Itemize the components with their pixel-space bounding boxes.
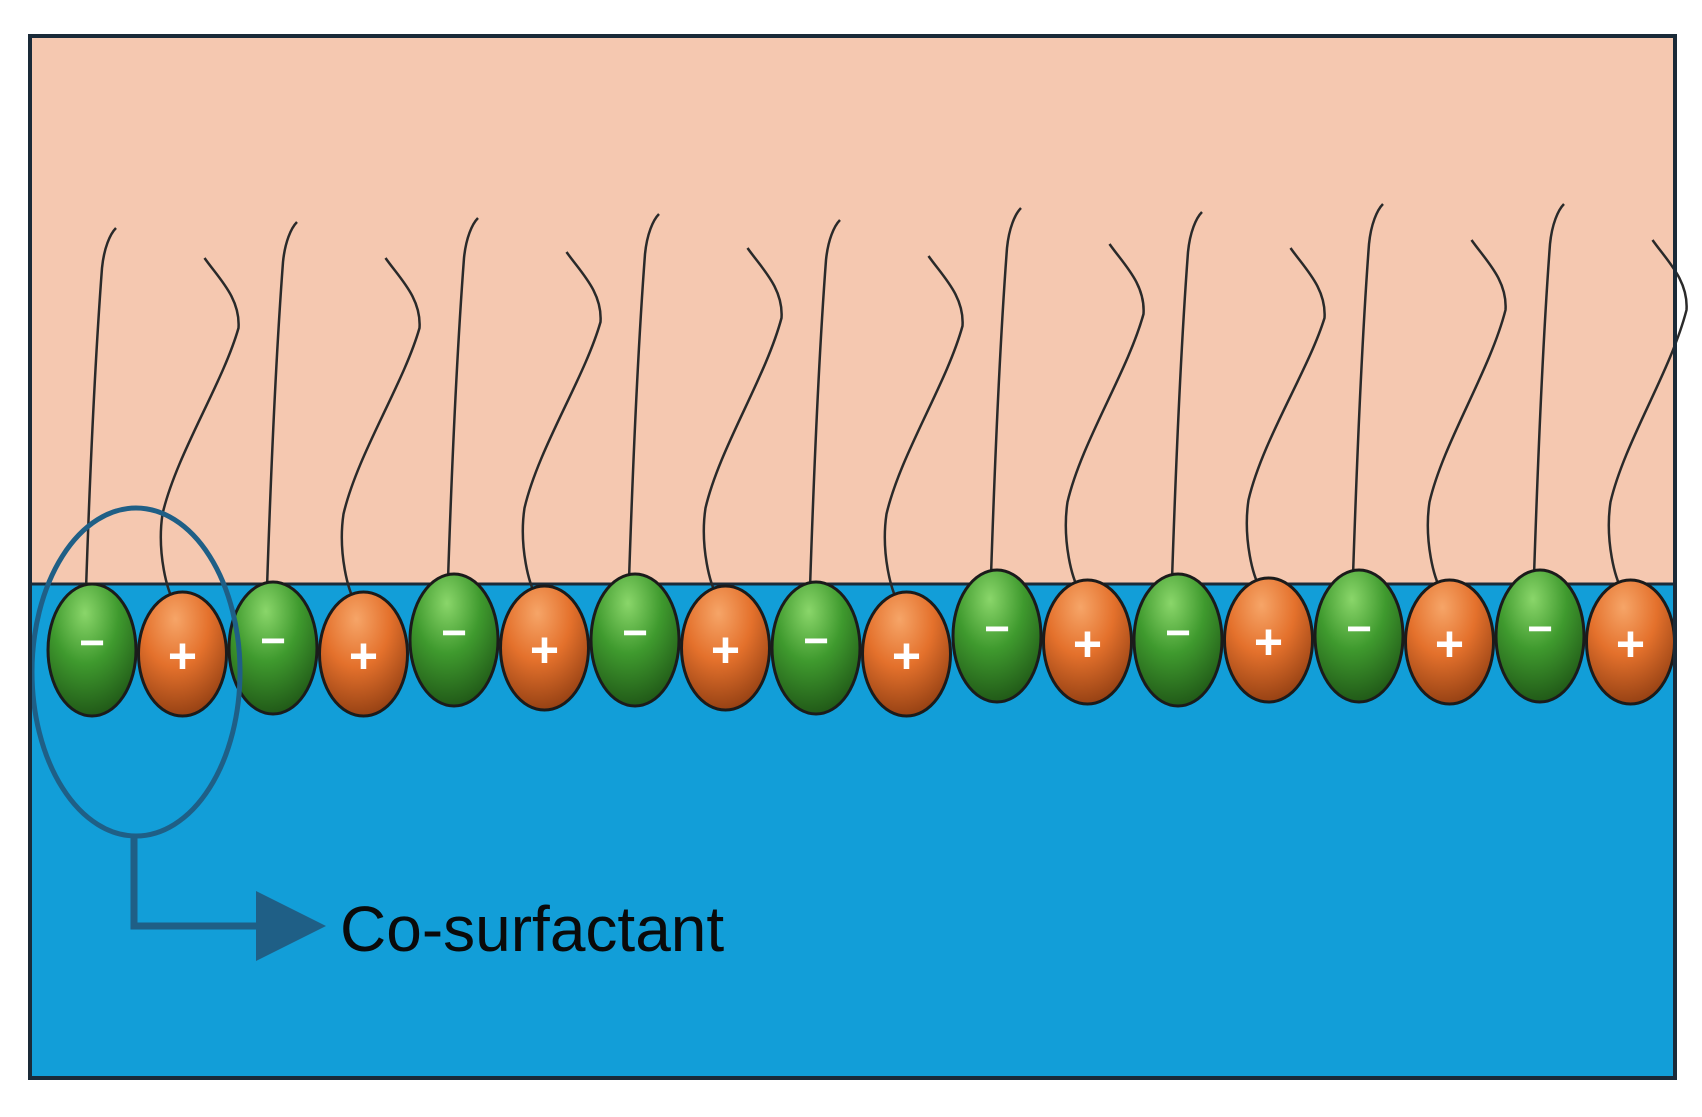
plus-sign: +: [892, 628, 921, 684]
anionic-head: −: [1494, 568, 1586, 704]
plus-sign: +: [530, 622, 559, 678]
minus-sign: −: [984, 605, 1010, 654]
surfactant-heads: − + − + − + − + − + − + − + − + − +: [46, 568, 1676, 718]
cationic-head: +: [1223, 576, 1314, 704]
anionic-head-shape: [589, 572, 681, 708]
anionic-head-shape: [1313, 568, 1405, 704]
anionic-head: −: [951, 568, 1043, 704]
minus-sign: −: [803, 617, 829, 666]
anionic-head: −: [227, 580, 319, 716]
anionic-tail: [989, 207, 1022, 577]
anionic-head-shape: [1132, 572, 1224, 708]
cationic-head: +: [499, 584, 590, 712]
co-surfactant-pointer-arrow: [130, 836, 326, 961]
minus-sign: −: [622, 609, 648, 658]
anionic-tail: [1351, 203, 1384, 577]
cationic-tail: [883, 255, 964, 599]
anionic-head-shape: [951, 568, 1043, 704]
cationic-head-shape: [680, 584, 771, 712]
cationic-head-shape: [499, 584, 590, 712]
minus-sign: −: [1527, 605, 1553, 654]
outer-frame: [28, 34, 1677, 1080]
cationic-tail: [340, 257, 421, 599]
anionic-tail: [1532, 203, 1565, 577]
cationic-tail: [1607, 239, 1688, 587]
minus-sign: −: [260, 617, 286, 666]
plus-sign: +: [349, 628, 378, 684]
plus-sign: +: [168, 628, 197, 684]
cationic-head: +: [1042, 578, 1133, 706]
cationic-head-shape: [861, 590, 952, 718]
cationic-head: +: [680, 584, 771, 712]
anionic-head-shape: [770, 580, 862, 716]
cationic-tail: [702, 247, 783, 593]
cationic-head: +: [1585, 578, 1676, 706]
anionic-head: −: [46, 582, 138, 718]
cationic-head: +: [318, 590, 409, 718]
anionic-head-shape: [46, 582, 138, 718]
anionic-tail: [1170, 211, 1203, 581]
minus-sign: −: [1346, 605, 1372, 654]
anionic-head-shape: [227, 580, 319, 716]
cationic-head-shape: [1223, 576, 1314, 704]
anionic-head: −: [1313, 568, 1405, 704]
cationic-head: +: [861, 590, 952, 718]
cationic-head-shape: [318, 590, 409, 718]
plus-sign: +: [1435, 616, 1464, 672]
anionic-head: −: [1132, 572, 1224, 708]
cationic-tail: [1245, 247, 1326, 585]
cationic-head: +: [137, 590, 228, 718]
anionic-head: −: [589, 572, 681, 708]
plus-sign: +: [711, 622, 740, 678]
anionic-head: −: [408, 572, 500, 708]
cationic-tail: [1426, 239, 1507, 587]
anionic-tail: [627, 213, 660, 581]
minus-sign: −: [1165, 609, 1191, 658]
anionic-head-shape: [408, 572, 500, 708]
cationic-head-shape: [137, 590, 228, 718]
cationic-head: +: [1404, 578, 1495, 706]
cationic-head-shape: [1404, 578, 1495, 706]
anionic-tail: [808, 219, 841, 589]
co-surfactant-label: Co-surfactant: [340, 893, 724, 965]
surfactant-tails: [84, 203, 1688, 599]
minus-sign: −: [79, 619, 105, 668]
anionic-head: −: [770, 580, 862, 716]
minus-sign: −: [441, 609, 467, 658]
anionic-tail: [446, 217, 479, 581]
anionic-tail: [265, 221, 298, 589]
plus-sign: +: [1073, 616, 1102, 672]
cationic-tail: [1064, 243, 1145, 587]
oil-phase: [30, 36, 1675, 584]
cationic-tail: [521, 251, 602, 593]
anionic-tail: [84, 227, 117, 591]
plus-sign: +: [1616, 616, 1645, 672]
cationic-tail: [159, 257, 240, 599]
cationic-head-shape: [1042, 578, 1133, 706]
anionic-head-shape: [1494, 568, 1586, 704]
plus-sign: +: [1254, 614, 1283, 670]
